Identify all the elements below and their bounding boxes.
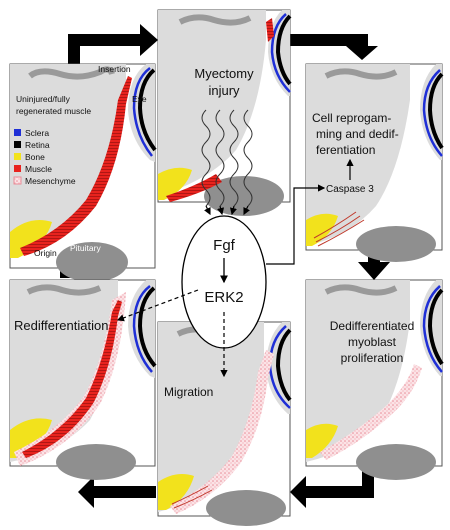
sclera (132, 285, 153, 373)
retina (275, 328, 292, 402)
bone-shape (10, 418, 52, 458)
head-tissue (10, 280, 118, 462)
pituitary-shape (204, 176, 284, 216)
dedifferentiating-fibers (313, 211, 365, 247)
pituitary-shape (356, 226, 436, 262)
retina (427, 72, 444, 150)
arrow-migration-to-redifferentiation (78, 476, 156, 508)
bone-shape (306, 423, 338, 458)
panel-reprogramming-title-1: Cell reprogam- (312, 111, 391, 125)
retina (275, 14, 292, 86)
bone-shape (158, 474, 194, 510)
pituitary-shape (356, 444, 436, 480)
legend-label-sclera: Sclera (25, 128, 49, 138)
arrow-injury-to-reprogramming (290, 34, 378, 60)
retina (137, 286, 157, 368)
pituitary-shape (206, 490, 286, 526)
arrow-injury-to-fgf (204, 205, 211, 216)
legend-label-mesenchyme: Mesenchyme (25, 176, 76, 186)
panel-uninjured: Insertion Eye Uninjured/fully regenerate… (9, 63, 157, 282)
panel-injury: Myectomy injury (157, 9, 292, 216)
pituitary-shape (56, 444, 136, 480)
sclera (132, 67, 153, 157)
arrow-uninjured-to-injury (68, 24, 158, 64)
panel-proliferation-title-1: Dedifferentiated (330, 319, 415, 333)
arrow-injury-to-fgf (217, 205, 225, 216)
head-tissue (10, 64, 126, 250)
head-tissue (158, 322, 264, 512)
label-insertion: Insertion (98, 64, 131, 74)
label-fgf: Fgf (213, 237, 236, 254)
migrating-mesenchyme (170, 350, 274, 514)
arrow-proliferation-to-migration (290, 470, 374, 508)
label-pituitary: Pituitary (70, 243, 101, 253)
pituitary-shape (56, 242, 128, 282)
arrow-erk-to-redifferentiation (116, 289, 199, 322)
legend-swatch-muscle (14, 165, 21, 172)
label-erk: ERK2 (204, 289, 243, 306)
sclera (422, 285, 443, 373)
label-origin: Origin (34, 248, 57, 258)
legend-label-retina: Retina (25, 140, 50, 150)
panel-redifferentiation-title: Redifferentiation (14, 318, 108, 333)
arrow-injury-to-fgf (243, 205, 250, 216)
regenerating-muscle (22, 300, 122, 458)
panel-proliferation-title-3: proliferation (341, 351, 404, 365)
head-tissue (306, 64, 410, 246)
panel-injury-title-1: Myectomy (194, 66, 254, 81)
panel-injury-title-2: injury (208, 83, 240, 98)
arrow-fgf-to-caspase (266, 184, 326, 265)
arrow-reprogramming-to-proliferation (358, 250, 390, 280)
legend-swatch-bone (14, 153, 21, 160)
legend-label-muscle: Muscle (25, 164, 52, 174)
skull-bone (26, 284, 102, 296)
panel-reprogramming-title-3: ferentiation (316, 143, 375, 157)
muscle-fiber (20, 76, 132, 256)
panel-reprogramming-title-2: ming and dedif- (316, 127, 399, 141)
skull-bone (28, 66, 115, 80)
panel-reprogramming: Cell reprogam- ming and dedif- ferentiat… (305, 63, 444, 262)
legend-swatch-sclera (14, 129, 21, 136)
head-tissue (306, 280, 410, 462)
legend-swatch-mesenchyme (13, 176, 22, 185)
retina (427, 288, 444, 366)
panel-uninjured-title-2: regenerated muscle (16, 106, 91, 116)
head-tissue (158, 10, 266, 196)
proliferating-myoblasts (320, 364, 422, 460)
skull-bone (178, 14, 252, 26)
label-eye: Eye (132, 94, 147, 104)
panel-migration-title: Migration (164, 385, 213, 399)
legend-swatch-retina (14, 141, 21, 148)
retina (137, 68, 157, 152)
arrow-injury-to-fgf (229, 205, 237, 216)
bone-shape (158, 167, 192, 200)
sclera (270, 13, 291, 93)
sclera (422, 69, 443, 157)
panel-migration: Migration (157, 321, 292, 526)
muscle-stump-origin (166, 174, 222, 202)
label-caspase: Caspase 3 (326, 184, 374, 195)
injury-waves (201, 109, 253, 207)
muscle-stump-insertion (266, 18, 274, 42)
panel-proliferation: Dedifferentiated myoblast proliferation (305, 279, 444, 480)
panel-redifferentiation: Redifferentiation (9, 279, 157, 480)
skull-bone (324, 284, 398, 296)
dedifferentiating-fibers (171, 485, 213, 509)
skull-bone (324, 68, 398, 80)
panel-uninjured-title-1: Uninjured/fully (16, 94, 71, 104)
signaling-hub: Fgf ERK2 (116, 184, 326, 378)
panel-proliferation-title-2: myoblast (348, 335, 397, 349)
legend-label-bone: Bone (25, 152, 45, 162)
